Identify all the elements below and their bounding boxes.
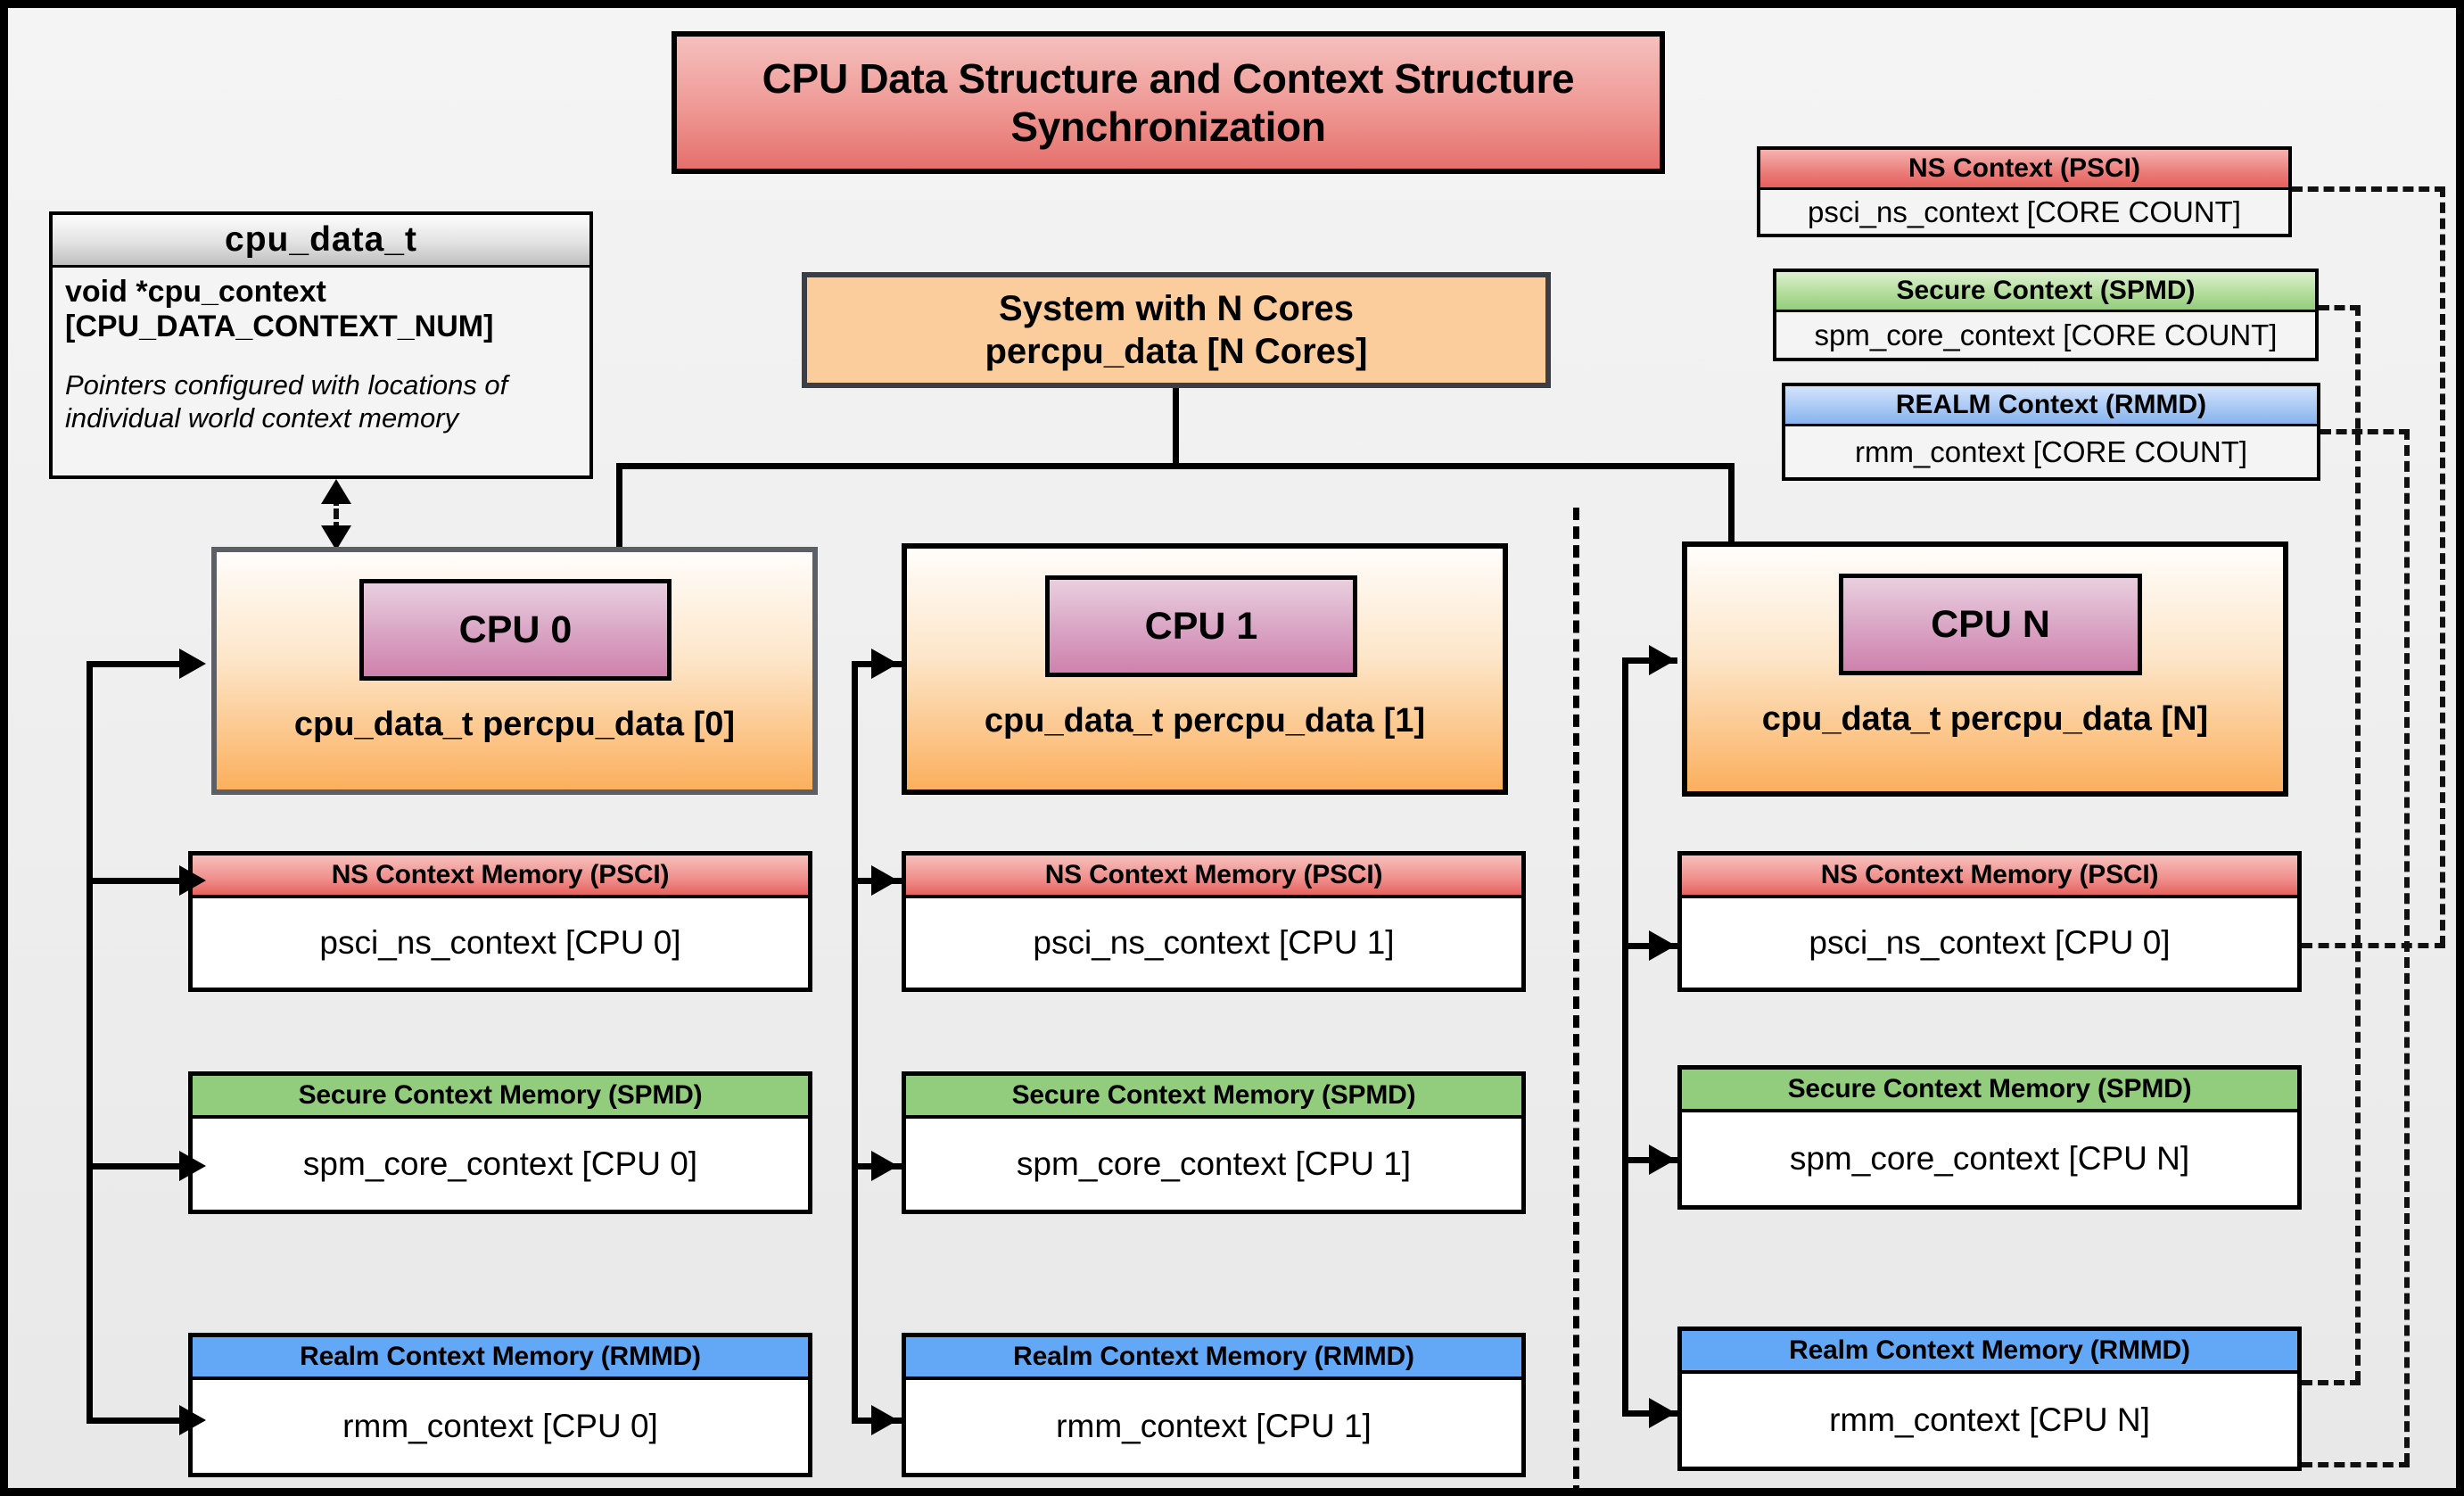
page-title: CPU Data Structure and Context Structure… <box>672 31 1665 174</box>
context-header-1-ns: NS Context Memory (PSCI) <box>906 855 1521 898</box>
dashed-realm-bottom-horizontal <box>2302 1462 2410 1467</box>
context-header-0-ns: NS Context Memory (PSCI) <box>193 855 808 898</box>
system-line-1: System with N Cores <box>999 289 1354 328</box>
bracket-arm-0-cpu <box>87 661 186 667</box>
tree-branch-right <box>1728 463 1735 550</box>
cpu-data-link-arrow-down <box>321 525 351 550</box>
context-header-0-secure: Secure Context Memory (SPMD) <box>193 1076 808 1119</box>
context-value-n-secure: spm_core_context [CPU N] <box>1789 1140 2190 1177</box>
context-box-1-realm: Realm Context Memory (RMMD) rmm_context … <box>902 1333 1526 1477</box>
bracket-arrow-0-ns <box>179 865 206 896</box>
cpu-data-link-arrow-up <box>321 479 351 504</box>
dashed-secure-bottom-horizontal <box>2302 1380 2361 1385</box>
cpu-caption-0: cpu_data_t percpu_data [0] <box>293 706 736 743</box>
cpu-data-link-dashed-line <box>334 495 339 533</box>
context-header-n-realm: Realm Context Memory (RMMD) <box>1682 1331 2297 1374</box>
column-divider-dashed <box>1573 508 1579 1488</box>
cpu-chip-label-1: CPU 1 <box>1144 604 1258 648</box>
context-box-1-ns: NS Context Memory (PSCI) psci_ns_context… <box>902 851 1526 992</box>
dashed-ns-vertical <box>2440 186 2445 946</box>
context-value-0-secure: spm_core_context [CPU 0] <box>302 1145 698 1182</box>
context-box-0-ns: NS Context Memory (PSCI) psci_ns_context… <box>188 851 812 992</box>
context-box-n-realm: Realm Context Memory (RMMD) rmm_context … <box>1677 1327 2302 1471</box>
context-header-n-secure: Secure Context Memory (SPMD) <box>1682 1070 2297 1112</box>
context-header-0-realm: Realm Context Memory (RMMD) <box>193 1337 808 1380</box>
system-line-2: percpu_data [N Cores] <box>985 332 1368 371</box>
cpu-chip-n: CPU N <box>1839 574 2142 675</box>
context-value-0-realm: rmm_context [CPU 0] <box>342 1408 658 1444</box>
dashed-realm-top-horizontal <box>2320 429 2410 434</box>
bracket-arrow-0-secure <box>179 1151 206 1181</box>
cpu-caption-n: cpu_data_t percpu_data [N] <box>1761 700 2209 738</box>
tree-crossbar <box>616 463 1735 469</box>
context-box-1-secure: Secure Context Memory (SPMD) spm_core_co… <box>902 1071 1526 1214</box>
dashed-ns-bottom-horizontal <box>2302 943 2445 948</box>
cpu-data-t-declaration: void *cpu_context [CPU_DATA_CONTEXT_NUM] <box>65 275 494 344</box>
cpu-caption-1: cpu_data_t percpu_data [1] <box>984 702 1426 740</box>
template-realm-context-box: REALM Context (RMMD) rmm_context [CORE C… <box>1782 383 2320 481</box>
context-box-n-secure: Secure Context Memory (SPMD) spm_core_co… <box>1677 1065 2302 1210</box>
dashed-secure-top-horizontal <box>2319 305 2361 310</box>
bracket-arm-0-realm <box>87 1417 186 1424</box>
system-n-cores-box: System with N Cores percpu_data [N Cores… <box>802 272 1551 388</box>
context-box-n-ns: NS Context Memory (PSCI) psci_ns_context… <box>1677 851 2302 992</box>
cpu-block-0: CPU 0 cpu_data_t percpu_data [0] <box>211 547 818 795</box>
cpu-chip-label-0: CPU 0 <box>458 607 573 651</box>
context-value-n-realm: rmm_context [CPU N] <box>1829 1401 2150 1438</box>
context-value-1-secure: spm_core_context [CPU 1] <box>1016 1145 1412 1182</box>
context-box-0-secure: Secure Context Memory (SPMD) spm_core_co… <box>188 1071 812 1214</box>
template-secure-context-box: Secure Context (SPMD) spm_core_context [… <box>1773 269 2319 361</box>
context-header-n-ns: NS Context Memory (PSCI) <box>1682 855 2297 898</box>
cpu-chip-label-n: CPU N <box>1931 602 2050 646</box>
context-value-1-realm: rmm_context [CPU 1] <box>1056 1408 1372 1444</box>
bracket-arrow-1-cpu <box>871 649 898 679</box>
bracket-arrow-n-secure <box>1649 1145 1676 1175</box>
tree-branch-left <box>616 463 622 550</box>
cpu-data-t-header: cpu_data_t <box>53 215 589 268</box>
bracket-arrow-1-ns <box>871 865 898 896</box>
template-ns-context-box: NS Context (PSCI) psci_ns_context [CORE … <box>1757 146 2292 237</box>
cpu-block-n: CPU N cpu_data_t percpu_data [N] <box>1682 541 2288 797</box>
cpu-data-t-body: void *cpu_context [CPU_DATA_CONTEXT_NUM]… <box>53 268 589 434</box>
bracket-arrow-1-realm <box>871 1405 898 1435</box>
bracket-arrow-0-realm <box>179 1405 206 1435</box>
context-header-1-secure: Secure Context Memory (SPMD) <box>906 1076 1521 1119</box>
context-value-1-ns: psci_ns_context [CPU 1] <box>1033 924 1395 961</box>
cpu-data-t-note: Pointers configured with locations of in… <box>65 368 508 434</box>
template-ns-header: NS Context (PSCI) <box>1760 150 2288 190</box>
template-secure-value: spm_core_context [CORE COUNT] <box>1814 318 2278 351</box>
dashed-secure-vertical <box>2355 305 2361 1382</box>
bracket-spine-0 <box>87 661 93 1423</box>
cpu-chip-1: CPU 1 <box>1045 575 1357 677</box>
context-value-0-ns: psci_ns_context [CPU 0] <box>319 924 681 961</box>
bracket-spine-n <box>1622 657 1628 1416</box>
bracket-arrow-n-realm <box>1649 1398 1676 1428</box>
context-header-1-realm: Realm Context Memory (RMMD) <box>906 1337 1521 1380</box>
bracket-spine-1 <box>852 661 858 1423</box>
dashed-realm-vertical <box>2404 429 2410 1464</box>
bracket-arrow-n-cpu <box>1649 645 1676 675</box>
context-value-n-ns: psci_ns_context [CPU 0] <box>1809 924 2171 961</box>
cpu-block-1: CPU 1 cpu_data_t percpu_data [1] <box>902 543 1508 795</box>
bracket-arrow-n-ns <box>1649 930 1676 961</box>
bracket-arrow-1-secure <box>871 1151 898 1181</box>
context-box-0-realm: Realm Context Memory (RMMD) rmm_context … <box>188 1333 812 1477</box>
bracket-arrow-0-cpu <box>179 649 206 679</box>
tree-trunk <box>1173 388 1179 466</box>
template-ns-value: psci_ns_context [CORE COUNT] <box>1808 194 2241 228</box>
template-secure-header: Secure Context (SPMD) <box>1776 272 2315 312</box>
bracket-arm-0-ns <box>87 878 186 884</box>
page-title-text: CPU Data Structure and Context Structure… <box>762 54 1575 150</box>
cpu-data-t-struct-box: cpu_data_t void *cpu_context [CPU_DATA_C… <box>49 211 593 479</box>
template-realm-header: REALM Context (RMMD) <box>1785 386 2317 426</box>
cpu-chip-0: CPU 0 <box>359 579 672 681</box>
dashed-ns-top-horizontal <box>2292 186 2445 192</box>
bracket-arm-0-secure <box>87 1163 186 1170</box>
template-realm-value: rmm_context [CORE COUNT] <box>1854 434 2248 468</box>
